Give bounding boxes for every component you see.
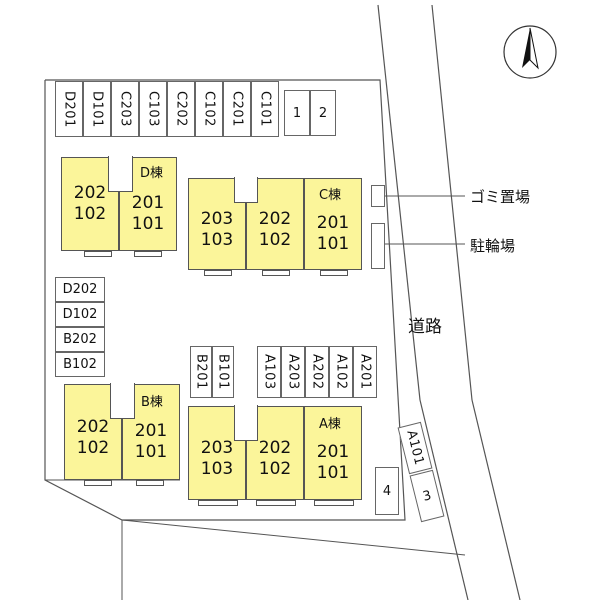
unit-lower: 103 bbox=[200, 459, 234, 479]
building-d-notch bbox=[108, 156, 133, 192]
building-c-notch bbox=[234, 177, 258, 203]
north-arrow-icon bbox=[500, 22, 560, 82]
building-b-step bbox=[136, 480, 164, 486]
building-a-label: A棟 bbox=[318, 413, 342, 432]
unit-upper: 201 bbox=[131, 193, 165, 213]
unit-lower: 102 bbox=[76, 438, 110, 458]
unit-lower: 101 bbox=[134, 442, 168, 462]
parking-space-a102: A102 bbox=[329, 346, 353, 398]
parking-space-a202: A202 bbox=[305, 346, 329, 398]
unit-lower: 103 bbox=[200, 230, 234, 250]
garbage-label: ゴミ置場 bbox=[470, 188, 531, 206]
parking-space-b102: B102 bbox=[55, 352, 105, 377]
building-d-label: D棟 bbox=[139, 162, 165, 181]
parking-space-d102: D102 bbox=[55, 302, 105, 327]
building-c-unit-203-103: 203 103 bbox=[188, 178, 246, 270]
parking-space-d202: D202 bbox=[55, 277, 105, 302]
building-a-step bbox=[314, 500, 354, 506]
parking-space-b202: B202 bbox=[55, 327, 105, 352]
parking-space-b201: B201 bbox=[190, 346, 212, 398]
parking-space-c203: C203 bbox=[111, 81, 139, 137]
building-b-step bbox=[84, 480, 112, 486]
unit-upper: 201 bbox=[316, 213, 350, 233]
building-a-step bbox=[256, 500, 296, 506]
unit-lower: 101 bbox=[316, 463, 350, 483]
parking-space-c201: C201 bbox=[223, 81, 251, 137]
unit-lower: 102 bbox=[73, 204, 107, 224]
building-b-label: B棟 bbox=[140, 391, 164, 410]
garbage-area bbox=[371, 185, 385, 207]
parking-space-d201: D201 bbox=[55, 81, 83, 137]
unit-upper: 203 bbox=[200, 438, 234, 458]
parking-space-d101: D101 bbox=[83, 81, 111, 137]
building-c-unit-201-101: 201 101 bbox=[304, 178, 362, 270]
parking-space-a103: A103 bbox=[257, 346, 281, 398]
parking-space-b101: B101 bbox=[212, 346, 234, 398]
parking-space-c102: C102 bbox=[195, 81, 223, 137]
unit-lower: 101 bbox=[316, 234, 350, 254]
unit-upper: 201 bbox=[134, 421, 168, 441]
parking-space-4: 4 bbox=[375, 467, 399, 515]
parking-space-c202: C202 bbox=[167, 81, 195, 137]
unit-upper: 202 bbox=[258, 209, 292, 229]
unit-upper: 202 bbox=[76, 417, 110, 437]
bicycle-area bbox=[371, 223, 385, 269]
unit-lower: 102 bbox=[258, 230, 292, 250]
building-c-label: C棟 bbox=[318, 184, 343, 203]
building-c-step bbox=[204, 270, 232, 276]
unit-upper: 202 bbox=[258, 438, 292, 458]
parking-space-a203: A203 bbox=[281, 346, 305, 398]
building-b-notch bbox=[110, 383, 135, 419]
parking-space-a201: A201 bbox=[353, 346, 377, 398]
unit-lower: 101 bbox=[131, 214, 165, 234]
unit-upper: 201 bbox=[316, 442, 350, 462]
bicycle-label: 駐輪場 bbox=[470, 237, 516, 255]
parking-space-c101: C101 bbox=[251, 81, 279, 137]
parking-space-c103: C103 bbox=[139, 81, 167, 137]
unit-upper: 202 bbox=[73, 183, 107, 203]
road-label: 道路 bbox=[408, 317, 442, 337]
parking-space-1: 1 bbox=[284, 90, 310, 136]
parking-space-2: 2 bbox=[310, 90, 336, 136]
building-a-notch bbox=[234, 405, 258, 441]
building-d-step bbox=[84, 251, 112, 257]
building-c-step bbox=[262, 270, 290, 276]
unit-lower: 102 bbox=[258, 459, 292, 479]
building-a-step bbox=[198, 500, 238, 506]
unit-upper: 203 bbox=[200, 209, 234, 229]
building-c-step bbox=[320, 270, 348, 276]
building-d-step bbox=[134, 251, 162, 257]
